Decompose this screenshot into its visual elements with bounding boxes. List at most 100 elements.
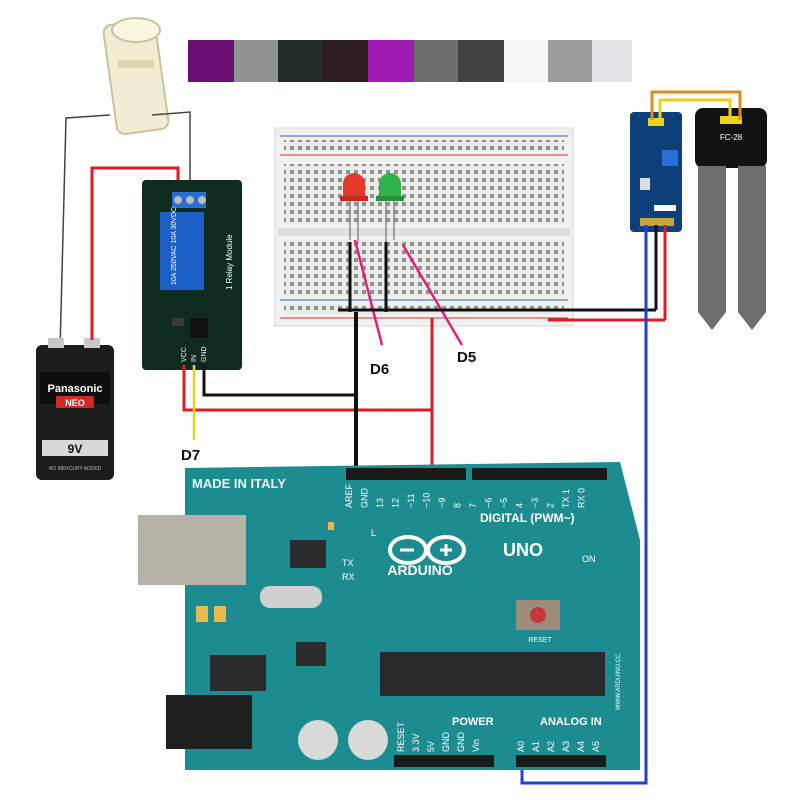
analog-pin-labels: A0 A1 A2 A3 A4 A5 (516, 741, 601, 752)
on-label: ON (582, 554, 596, 564)
wire-d5 (401, 244, 464, 346)
swatch-2 (234, 40, 278, 82)
swatch-8 (504, 40, 548, 82)
header-analog (516, 755, 606, 767)
wire-probe-yellow (658, 98, 732, 120)
relay-title: 1 Relay Module (225, 234, 234, 290)
analog-pin-label-3: A3 (561, 741, 571, 752)
digital-pin-label-13: 2 (546, 503, 556, 508)
wire-relay-gnd (202, 365, 356, 397)
site-label: WWW.ARDUINO.CC (616, 653, 622, 710)
digital-pin-label-15: RX 0 (577, 488, 587, 508)
relay-pin-in: IN (191, 355, 198, 362)
brand-label: ARDUINO (387, 562, 452, 578)
wire-sensor-a0 (520, 225, 648, 785)
wire-d6 (353, 239, 384, 346)
analog-pin-label-4: A4 (576, 741, 586, 752)
capacitor-1 (298, 720, 338, 760)
battery-note: NO MERCURY ADDED (49, 466, 102, 472)
reset-label: RESET (528, 637, 552, 644)
power-pin-label-2: 5V (426, 741, 436, 752)
power-pin-labels: RESET 3.3V 5V GND GND Vin (396, 721, 481, 752)
swatch-3 (278, 40, 322, 82)
header-digital-right (472, 468, 607, 480)
relay-module: 10A 250VAC 10A 30VDC 1 Relay Module VCC … (142, 180, 242, 370)
water-pump (102, 17, 170, 136)
relay-pin-gnd: GND (201, 346, 208, 362)
swatch-10 (592, 40, 632, 82)
model-label: UNO (503, 540, 543, 560)
swatch-4 (322, 40, 368, 82)
analog-pin-label-5: A5 (591, 741, 601, 752)
swatch-7 (458, 40, 504, 82)
arduino-uno (138, 462, 640, 770)
usb-port (138, 515, 246, 585)
usb-chip (290, 540, 326, 568)
header-digital-left (346, 468, 466, 480)
power-pin-label-1: 3.3V (411, 733, 421, 752)
label-d6: D6 (370, 361, 389, 378)
power-jack (166, 695, 252, 749)
digital-pin-label-10: ~5 (499, 498, 509, 508)
digital-pin-label-4: ~11 (406, 493, 416, 508)
digital-pin-label-9: ~6 (484, 498, 494, 508)
voltage-regulator (210, 655, 266, 691)
digital-pin-label-7: 8 (453, 503, 463, 508)
sensor-module (630, 112, 682, 232)
breadboard (274, 127, 574, 327)
power-pin-label-0: RESET (396, 721, 406, 752)
pump-wire-right (151, 111, 191, 200)
arduino-logo (388, 535, 466, 565)
moisture-probe: FC-28 (695, 108, 767, 330)
power-label: POWER (452, 716, 494, 728)
digital-pin-label-1: GND (360, 488, 370, 509)
battery-9v: Panasonic NEO 9V NO MERCURY ADDED (36, 338, 114, 480)
l-label: L (371, 528, 376, 538)
digital-pin-label-5: ~10 (422, 493, 432, 508)
power-pin-label-3: GND (441, 732, 451, 753)
swatch-9 (548, 40, 592, 82)
digital-pin-label-3: 12 (391, 498, 401, 508)
header-power (394, 755, 494, 767)
swatch-5 (368, 40, 414, 82)
analog-pin-label-2: A2 (546, 741, 556, 752)
probe-model: FC-28 (720, 133, 743, 142)
analog-pin-label-0: A0 (516, 741, 526, 752)
digital-label: DIGITAL (PWM~) (480, 511, 575, 525)
digital-pin-label-12: ~3 (530, 498, 540, 508)
label-d5: D5 (457, 349, 476, 366)
digital-pin-label-11: 4 (515, 503, 525, 508)
wire-relay-vcc (182, 365, 432, 412)
led-green (376, 173, 404, 244)
battery-series: NEO (65, 398, 85, 408)
digital-pin-label-14: TX 1 (561, 489, 571, 508)
made-in-label: MADE IN ITALY (192, 476, 286, 491)
pump-wire-left (59, 114, 111, 351)
battery-voltage: 9V (68, 442, 83, 456)
digital-pin-label-2: 13 (375, 498, 385, 508)
relay-rating: 10A 250VAC 10A 30VDC (171, 207, 178, 285)
relay-pin-vcc: VCC (181, 347, 188, 362)
rx-label: RX (342, 572, 355, 582)
color-strip (188, 40, 632, 82)
atmega-chip (380, 652, 605, 696)
analog-label: ANALOG IN (540, 716, 602, 728)
regulator-chip (296, 642, 326, 666)
led-red (340, 173, 368, 244)
label-d7: D7 (181, 447, 200, 464)
power-pin-label-4: GND (456, 732, 466, 753)
tx-label: TX (342, 558, 354, 568)
wire-probe-orange (650, 90, 742, 120)
power-pin-label-5: Vin (471, 739, 481, 752)
analog-pin-label-1: A1 (531, 741, 541, 752)
swatch-6 (414, 40, 458, 82)
digital-pin-label-6: ~9 (437, 498, 447, 508)
digital-pin-label-8: 7 (468, 503, 478, 508)
digital-pin-label-0: AREF (344, 483, 354, 508)
crystal (260, 586, 322, 608)
battery-brand: Panasonic (47, 383, 102, 395)
capacitor-2 (348, 720, 388, 760)
swatch-1 (188, 40, 234, 82)
